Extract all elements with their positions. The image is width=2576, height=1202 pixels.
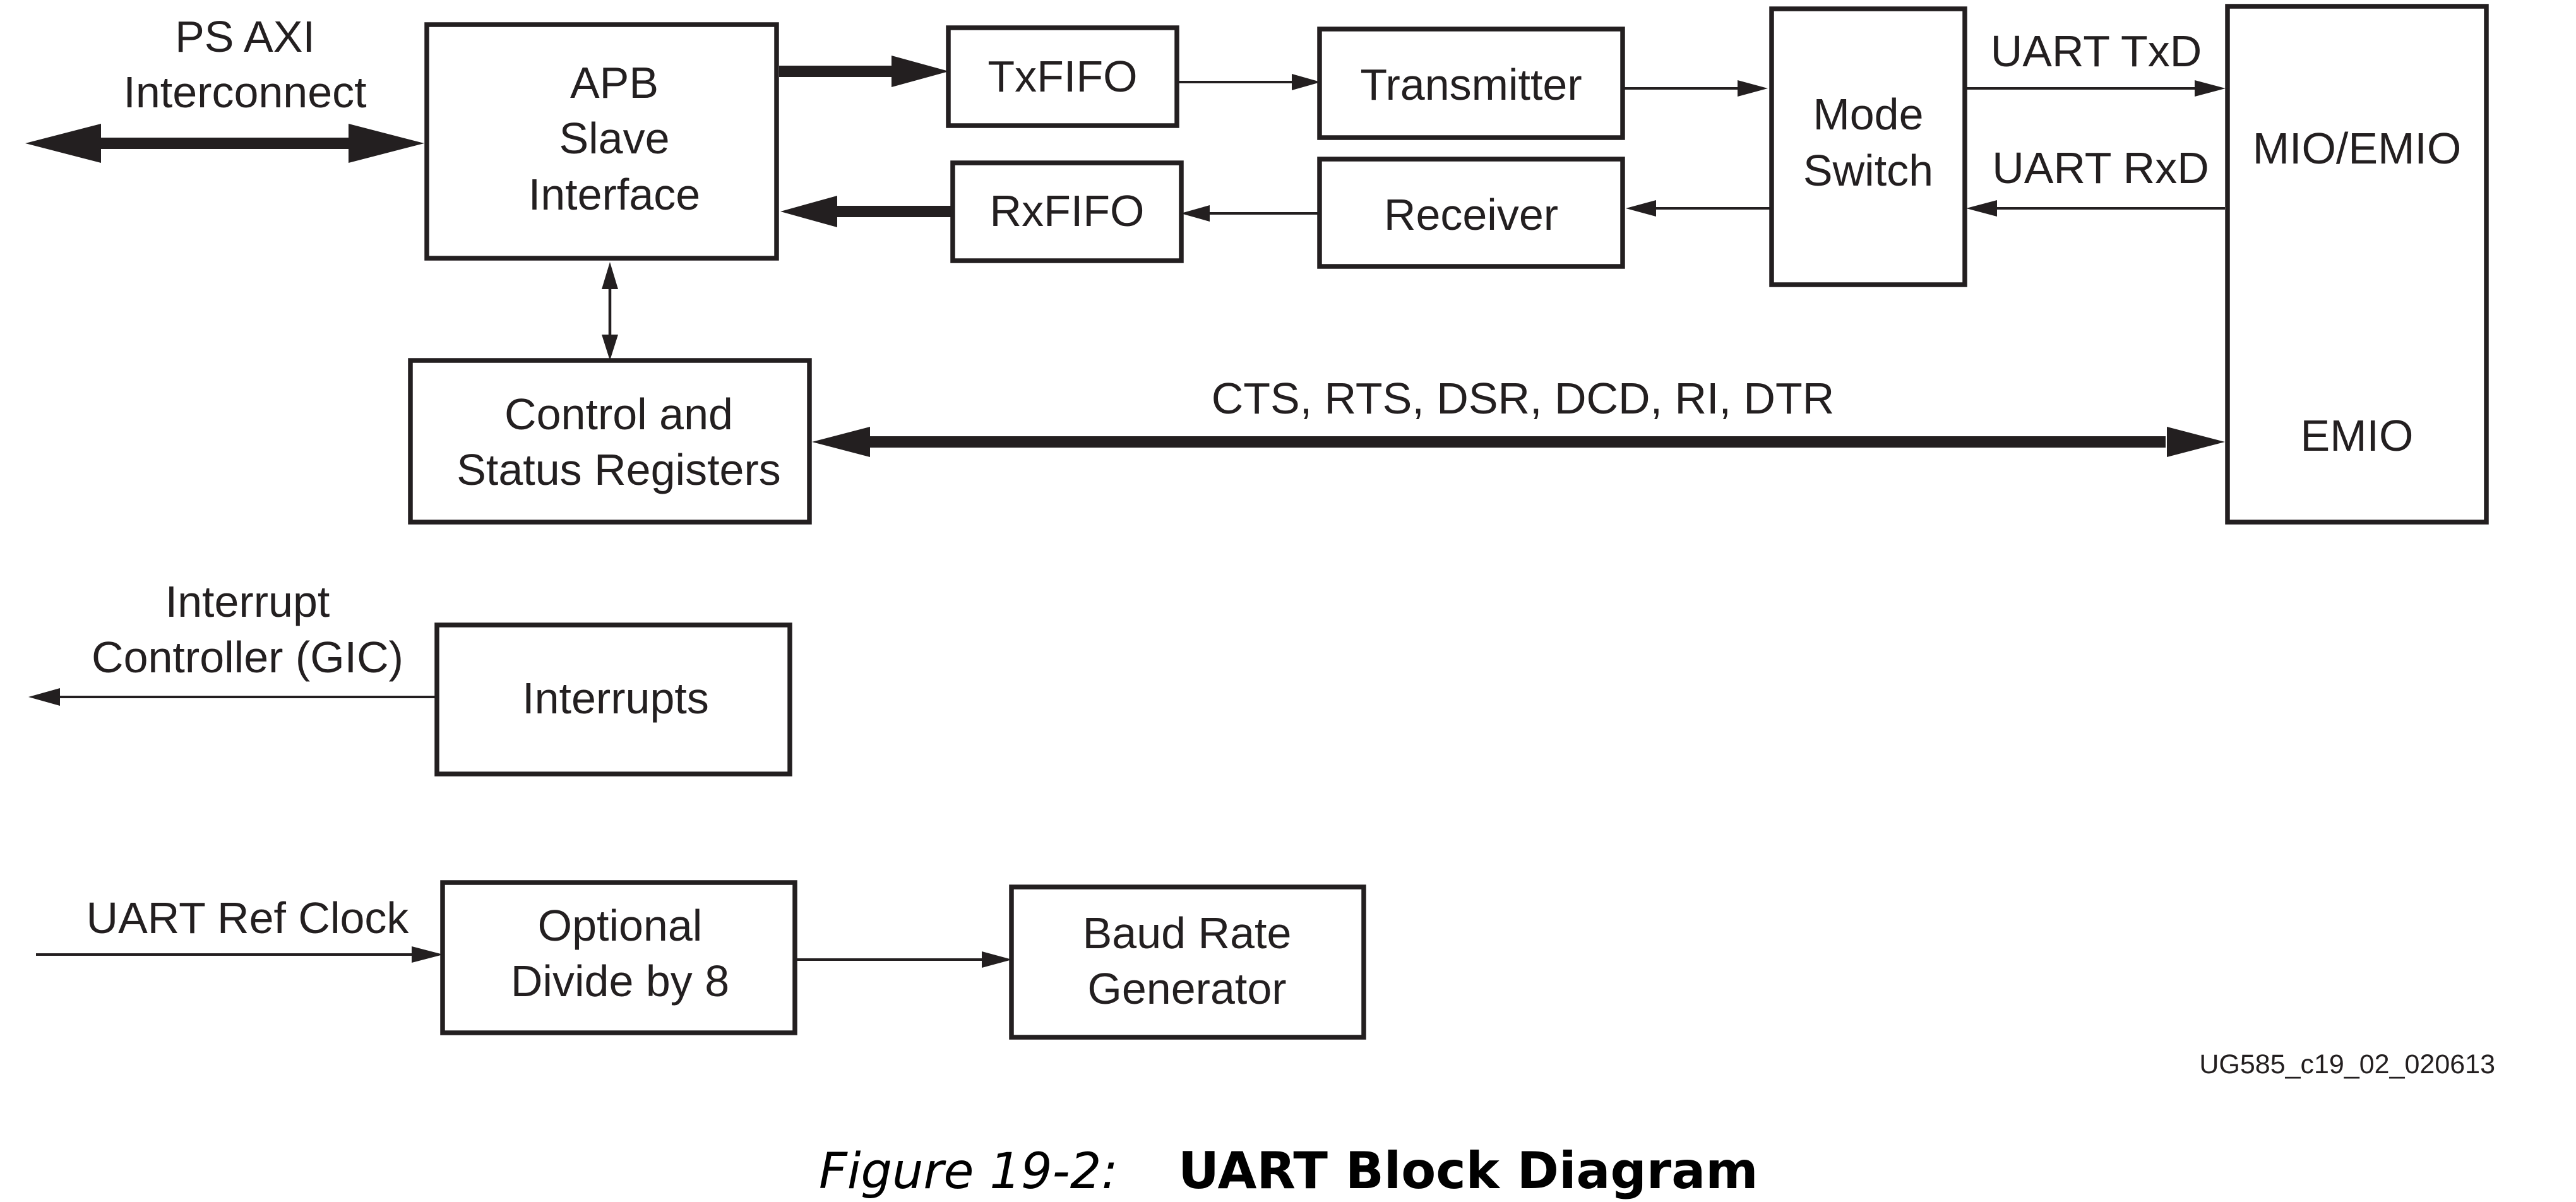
divider-label-line-1: Optional — [538, 901, 703, 950]
uart-txd-label: UART TxD — [1991, 27, 2202, 76]
apb-label-line-2: Slave — [559, 114, 669, 163]
ps-axi-label-line-1: PS AXI — [175, 12, 315, 61]
baud-label-line-1: Baud Rate — [1083, 908, 1292, 958]
apb-label-line-3: Interface — [528, 170, 700, 219]
rxfifo-label: RxFIFO — [990, 186, 1145, 235]
interrupt-controller-label-line-1: Interrupt — [165, 577, 330, 626]
registers-label-line-1: Control and — [504, 390, 733, 439]
divider-label-line-2: Divide by 8 — [511, 956, 729, 1006]
txfifo-label: TxFIFO — [987, 52, 1137, 101]
txfifo-to-transmitter-arrow — [1178, 74, 1321, 90]
uart-rxd-arrow — [1966, 200, 2225, 217]
interrupts-to-gic-arrow — [28, 688, 438, 706]
interrupt-controller-label-line-2: Controller (GIC) — [92, 633, 403, 682]
mode-switch-label-line-2: Switch — [1803, 146, 1933, 195]
baud-label-line-2: Generator — [1087, 964, 1286, 1013]
modem-signals-label: CTS, RTS, DSR, DCD, RI, DTR — [1212, 374, 1835, 423]
modem-signals-bus-arrow — [812, 427, 2225, 457]
receiver-to-rxfifo-arrow — [1181, 205, 1318, 222]
apb-slave-interface-block: APB Slave Interface — [424, 22, 779, 261]
ps-axi-label-line-2: Interconnect — [123, 68, 366, 117]
txfifo-block: TxFIFO — [946, 25, 1179, 128]
ps-axi-bus-arrow — [25, 124, 424, 163]
uart-rxd-label: UART RxD — [1992, 143, 2209, 193]
apb-label-line-1: APB — [570, 58, 659, 107]
figure-title: UART Block Diagram — [1178, 1141, 1758, 1200]
transmitter-block: Transmitter — [1317, 27, 1625, 140]
receiver-block: Receiver — [1317, 157, 1625, 269]
figure-id-label: UG585_c19_02_020613 — [2199, 1049, 2495, 1080]
control-status-registers-block: Control and Status Registers — [408, 358, 812, 525]
transmitter-label: Transmitter — [1360, 60, 1582, 109]
figure-number: Figure 19-2: — [819, 1143, 1118, 1200]
interrupts-block: Interrupts — [434, 622, 792, 777]
uart-txd-arrow — [1966, 80, 2226, 97]
baud-rate-generator-block: Baud Rate Generator — [1009, 884, 1366, 1040]
receiver-label: Receiver — [1384, 190, 1558, 239]
transmitter-to-modeswitch-arrow — [1623, 80, 1768, 97]
ref-clock-arrow — [36, 946, 443, 963]
mio-emio-block: MIO/EMIO EMIO — [2225, 4, 2489, 525]
modeswitch-to-receiver-arrow — [1626, 200, 1774, 217]
rxfifo-block: RxFIFO — [950, 160, 1184, 263]
mio-emio-label: MIO/EMIO — [2253, 124, 2462, 173]
interrupts-label: Interrupts — [522, 674, 709, 723]
registers-label-line-2: Status Registers — [456, 445, 781, 494]
mode-switch-label-line-1: Mode — [1813, 90, 1923, 139]
apb-to-txfifo-arrow — [779, 56, 949, 87]
emio-label: EMIO — [2301, 411, 2414, 460]
apb-to-registers-arrow — [602, 262, 618, 360]
divide-by-8-block: Optional Divide by 8 — [440, 880, 797, 1035]
divider-to-baud-arrow — [797, 951, 1012, 968]
mode-switch-block: Mode Switch — [1769, 6, 1967, 287]
rxfifo-to-apb-arrow — [780, 196, 951, 227]
ref-clock-label: UART Ref Clock — [86, 893, 410, 943]
